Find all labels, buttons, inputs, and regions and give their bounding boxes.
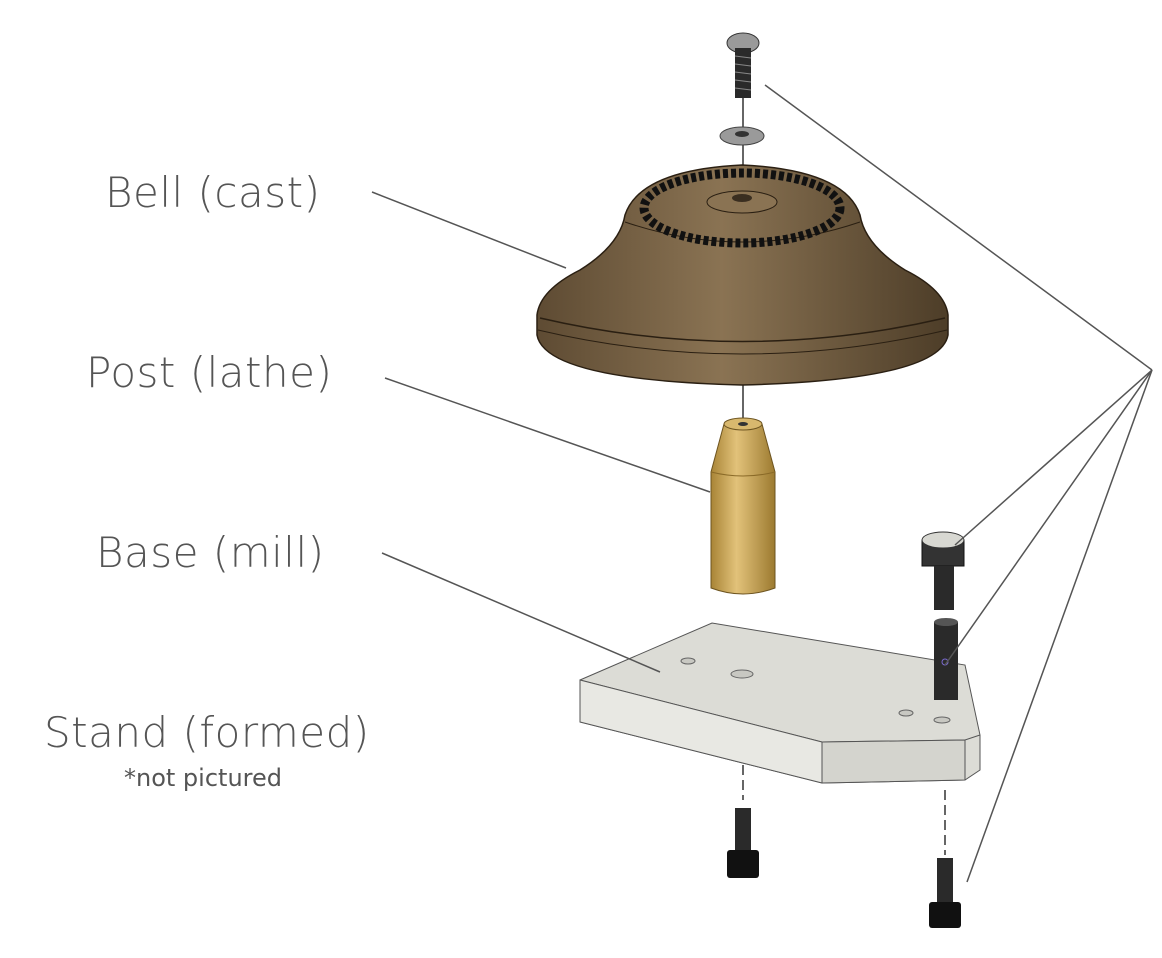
thumb-screw [921, 531, 965, 610]
label-post: Post (lathe) [86, 348, 333, 397]
top-screw [726, 32, 760, 98]
bottom-screw-right [929, 858, 961, 928]
label-stand-note: *not pictured [124, 764, 282, 792]
label-bell: Bell (cast) [105, 168, 321, 217]
washer [719, 126, 765, 146]
base-part [579, 622, 981, 784]
leader-lines [371, 84, 1153, 883]
bottom-screw-left [727, 808, 759, 878]
post-part [710, 417, 776, 595]
set-screw [934, 618, 958, 700]
label-base: Base (mill) [96, 528, 325, 577]
label-stand: Stand (formed) [44, 708, 370, 757]
bell-part [536, 164, 949, 386]
